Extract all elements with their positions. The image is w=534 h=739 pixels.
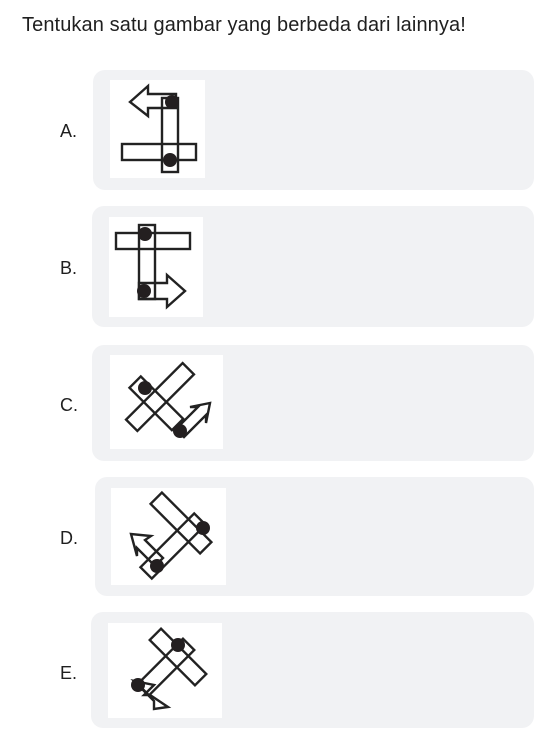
arrow-bar-shape-icon [114, 223, 192, 310]
option-label: A. [60, 121, 78, 141]
option-label: B. [60, 258, 78, 278]
option-label: C. [60, 395, 78, 415]
question-text: Tentukan satu gambar yang berbeda dari l… [22, 14, 466, 36]
option-figure [110, 355, 223, 449]
option-figure [108, 623, 222, 718]
arrow-bar-shape-icon [120, 83, 198, 174]
option-figure [111, 488, 226, 585]
option-label: E. [60, 663, 78, 683]
option-figure [109, 217, 203, 317]
arrow-bar-shape-icon [129, 490, 214, 581]
option-label: D. [60, 528, 78, 548]
arrow-bar-shape-icon [130, 627, 208, 711]
arrow-bar-shape-icon [124, 361, 212, 439]
option-figure [110, 80, 205, 178]
